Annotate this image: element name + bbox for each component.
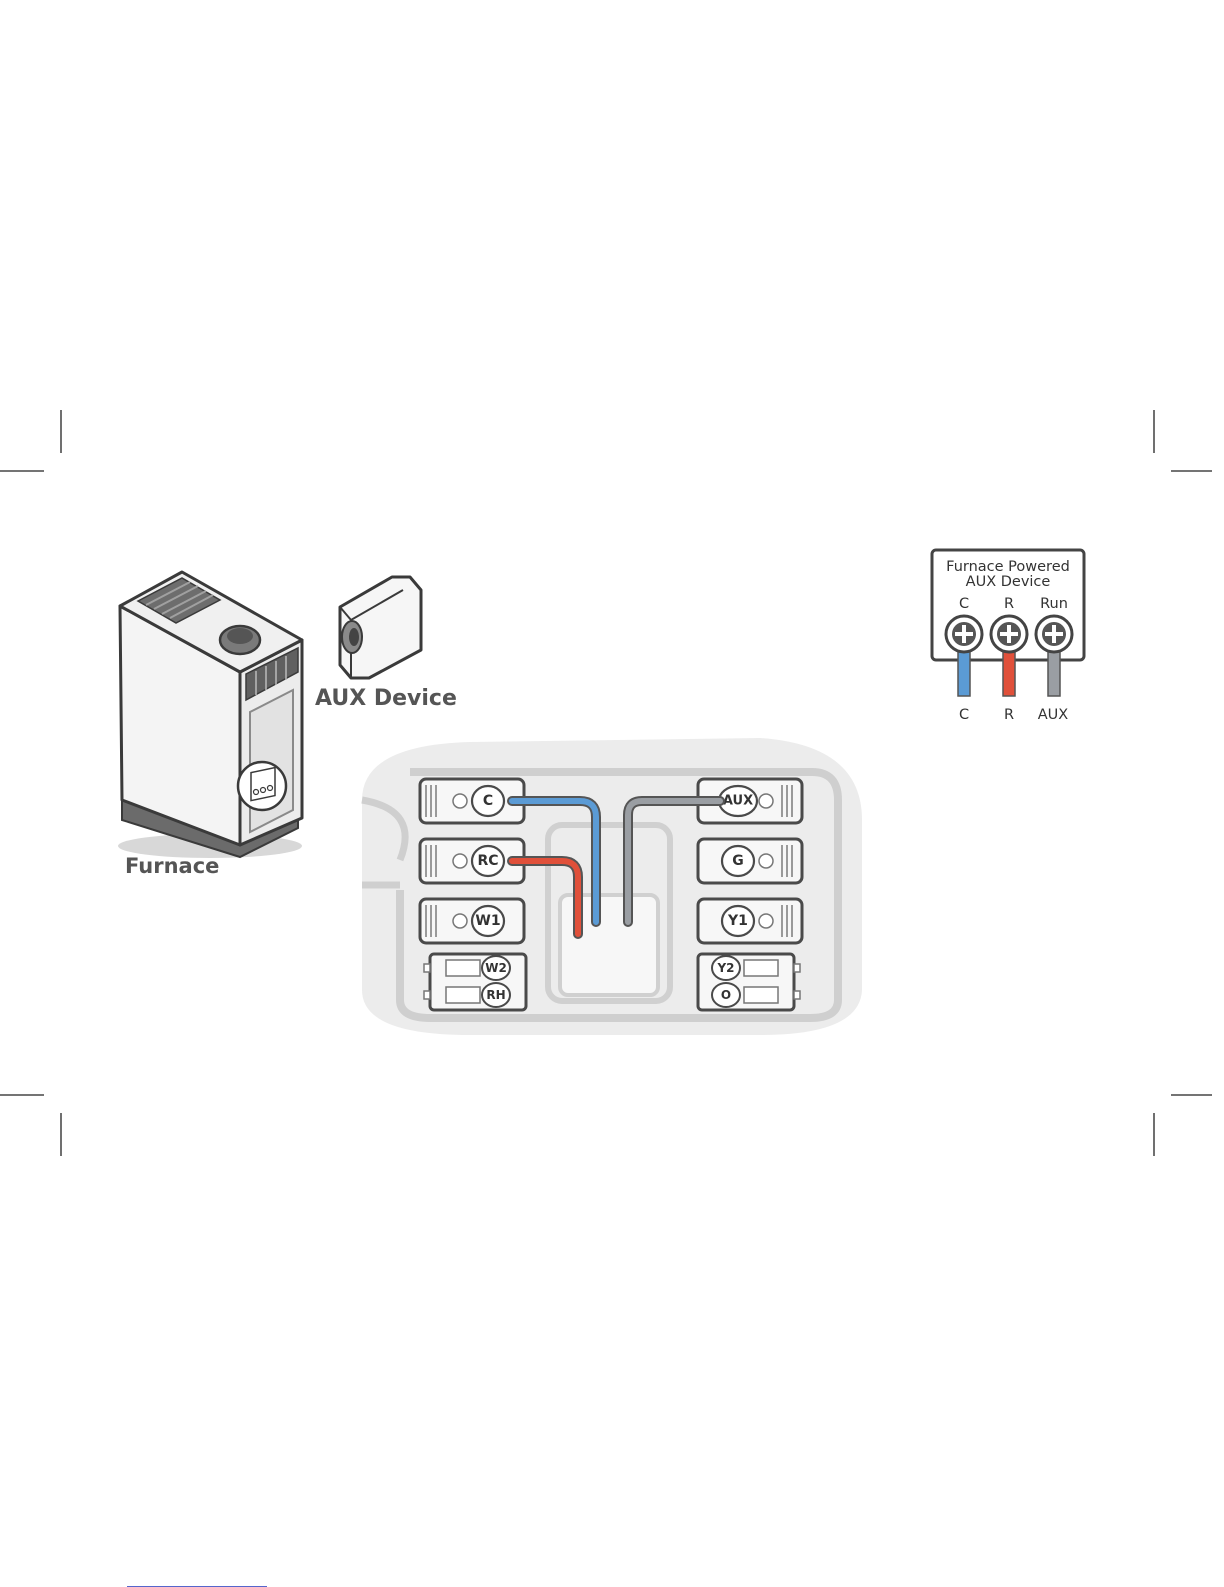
furnace-illustration: [118, 572, 302, 858]
terminal-label: C: [483, 793, 493, 809]
aux-box-bottom-label-c: C: [959, 707, 969, 723]
terminal-pair-y2-o: Y2O: [698, 954, 800, 1010]
terminal-label: RH: [486, 988, 505, 1002]
screw-icon: [991, 616, 1027, 652]
aux-device-label: AUX Device: [315, 686, 457, 711]
terminal-label: RC: [477, 853, 498, 869]
aux-box-top-label-c: C: [959, 596, 969, 612]
terminal-label: W1: [475, 913, 500, 929]
furnace-label: Furnace: [125, 854, 219, 878]
terminal-label: AUX: [723, 794, 753, 809]
terminal-y1: Y1: [698, 899, 802, 943]
aux-box-top-label-run: Run: [1040, 596, 1068, 612]
terminal-label: Y2: [716, 961, 734, 975]
aux-terminal-box: Furnace Powered AUX Device C R Run C: [932, 550, 1084, 723]
terminal-label: Y1: [727, 913, 748, 929]
aux-box-title-line1: Furnace Powered: [946, 559, 1070, 575]
terminal-label: G: [732, 853, 744, 869]
terminal-label: O: [721, 988, 731, 1002]
terminal-label: W2: [485, 961, 507, 975]
aux-box-bottom-label-aux: AUX: [1038, 707, 1069, 723]
terminal-w1: W1: [420, 899, 524, 943]
aux-device-illustration: [340, 577, 421, 678]
screw-icon: [946, 616, 982, 652]
aux-box-title-line2: AUX Device: [966, 574, 1051, 590]
aux-box-top-label-r: R: [1004, 596, 1014, 612]
aux-box-bottom-label-r: R: [1004, 707, 1014, 723]
screw-icon: [1036, 616, 1072, 652]
terminal-g: G: [698, 839, 802, 883]
